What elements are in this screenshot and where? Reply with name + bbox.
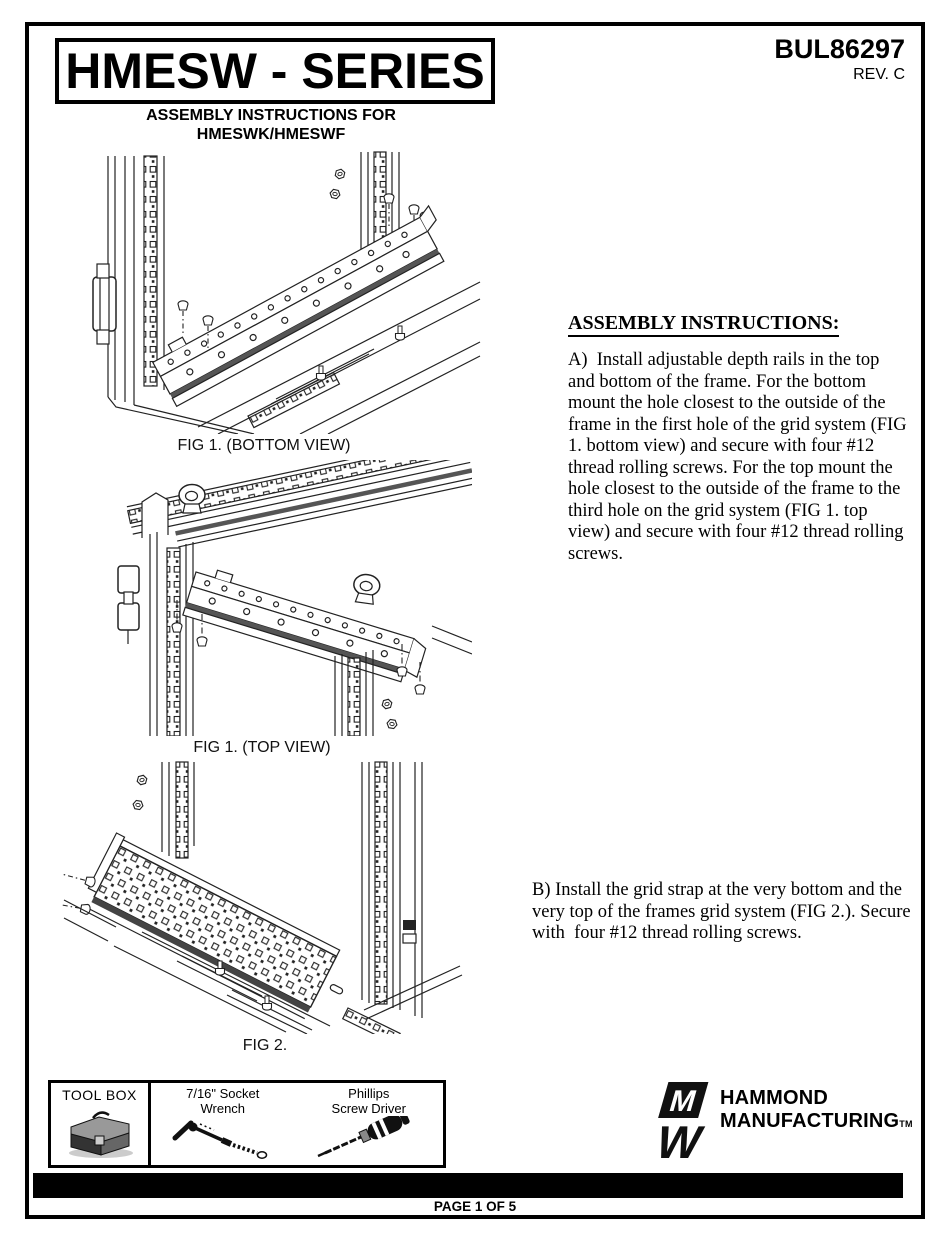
tools-cell: 7/16" Socket Wrench Phillips Screw Drive… (151, 1083, 443, 1165)
footer-bar (33, 1173, 903, 1198)
figure-2: FIG 2. (62, 760, 468, 1055)
page-border (25, 22, 925, 1219)
instruction-step-b: B) Install the grid strap at the very bo… (532, 880, 916, 943)
socket-wrench-label-line1: 7/16" Socket (186, 1086, 260, 1101)
figure-1-bottom-view: FIG 1. (BOTTOM VIEW) (78, 150, 482, 455)
svg-text:W: W (652, 1117, 709, 1164)
figure-1-bottom-view-drawing (92, 151, 481, 434)
tool-socket-wrench: 7/16" Socket Wrench (170, 1086, 275, 1165)
figure-2-drawing (62, 761, 463, 1034)
document-subtitle: ASSEMBLY INSTRUCTIONS FOR HMESWK/HMESWF (55, 106, 487, 144)
revision-label: REV. C (853, 66, 905, 83)
figure-1-top-view-drawing (117, 460, 472, 736)
toolbox-icon (68, 1111, 133, 1158)
figure-1-top-caption: FIG 1. (TOP VIEW) (193, 739, 331, 756)
screwdriver-label-line2: Screw Driver (331, 1101, 406, 1116)
assembly-instructions-heading: ASSEMBLY INSTRUCTIONS: (568, 312, 840, 337)
subtitle-line-2: HMESWK/HMESWF (196, 126, 346, 143)
instruction-step-a: A) Install adjustable depth rails in the… (568, 350, 912, 564)
brand-name-line1: HAMMOND (720, 1087, 829, 1109)
title-box: HMESW - SERIES (55, 38, 495, 104)
toolbox-cell: TOOL BOX (51, 1083, 151, 1165)
bulletin-number: BUL86297 (774, 34, 905, 64)
figure-1-bottom-caption: FIG 1. (BOTTOM VIEW) (177, 437, 351, 454)
figure-1-top-view: FIG 1. (TOP VIEW) (82, 460, 472, 757)
page-number: PAGE 1 OF 5 (433, 1199, 517, 1214)
brand-block: M W HAMMOND MANUFACTURINGTM (652, 1080, 913, 1164)
toolbox-panel: TOOL BOX 7/16" Socket Wrench (48, 1080, 446, 1168)
brand-name: HAMMOND MANUFACTURINGTM (720, 1087, 913, 1164)
toolbox-label: TOOL BOX (62, 1087, 137, 1103)
trademark-symbol: TM (899, 1119, 913, 1129)
tool-screwdriver: Phillips Screw Driver (314, 1086, 424, 1165)
screwdriver-label-line1: Phillips (348, 1086, 390, 1101)
document-title: HMESW - SERIES (65, 43, 485, 99)
brand-name-line2: MANUFACTURINGTM (720, 1110, 913, 1132)
screwdriver-icon (317, 1116, 410, 1158)
socket-wrench-icon (172, 1120, 268, 1159)
figure-2-caption: FIG 2. (242, 1037, 288, 1054)
socket-wrench-label-line2: Wrench (200, 1101, 246, 1116)
hammond-logo-icon: M W (652, 1082, 709, 1164)
subtitle-line-1: ASSEMBLY INSTRUCTIONS FOR (146, 107, 396, 124)
